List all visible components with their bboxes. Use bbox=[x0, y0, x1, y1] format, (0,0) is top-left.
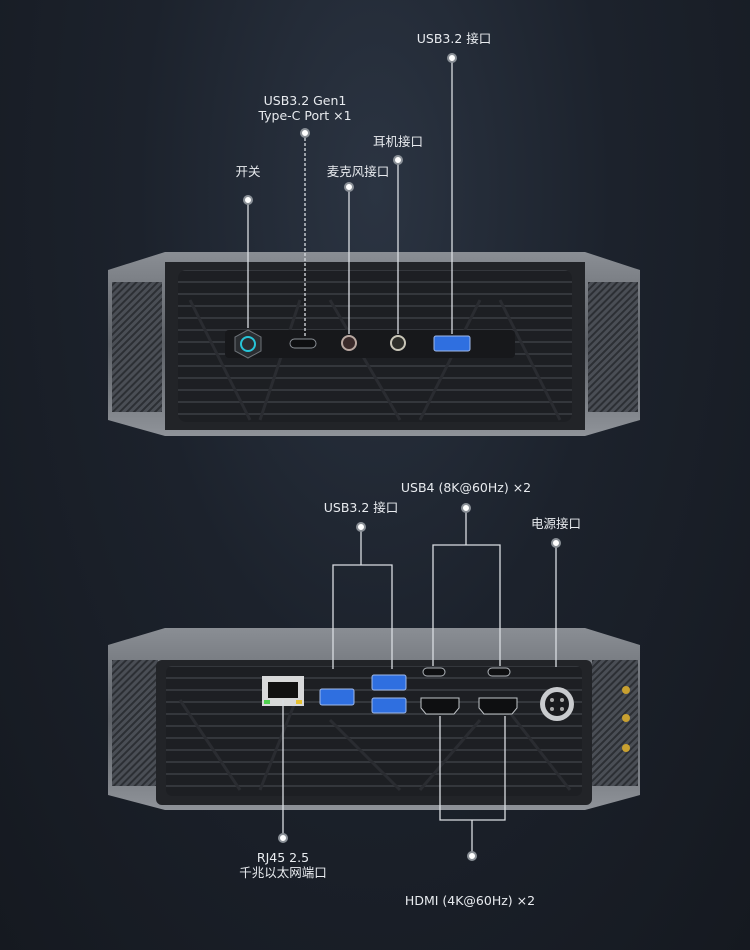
label-usb32-front: USB3.2 接口 bbox=[417, 31, 492, 46]
label-usb32-rear: USB3.2 接口 bbox=[324, 500, 399, 515]
usb4-port bbox=[487, 667, 511, 677]
hdmi-port bbox=[478, 697, 518, 715]
hdmi-port bbox=[420, 697, 460, 715]
usb4-port bbox=[422, 667, 446, 677]
power-button[interactable] bbox=[234, 329, 262, 359]
headphone-jack bbox=[390, 335, 406, 351]
right-grip bbox=[592, 660, 638, 786]
label-headphone-jack: 耳机接口 bbox=[373, 134, 423, 149]
label-power-input: 电源接口 bbox=[531, 516, 581, 531]
label-hdmi: HDMI (4K@60Hz) ×2 bbox=[405, 893, 535, 908]
label-usb-c-line2: Type-C Port ×1 bbox=[257, 108, 351, 123]
label-usb-c-line1: USB3.2 Gen1 bbox=[264, 93, 347, 108]
label-power-switch: 开关 bbox=[235, 164, 260, 179]
antenna-port bbox=[622, 686, 630, 694]
left-grip bbox=[112, 282, 162, 412]
rear-device bbox=[108, 628, 640, 810]
antenna-port bbox=[622, 744, 630, 752]
left-grip bbox=[112, 660, 158, 786]
label-usb4: USB4 (8K@60Hz) ×2 bbox=[401, 480, 531, 495]
usb-a-port-rear bbox=[371, 674, 407, 691]
usb-c-port-front bbox=[289, 338, 317, 349]
antenna-port bbox=[622, 714, 630, 722]
dc-power-port bbox=[540, 687, 574, 721]
usb-a-port-front bbox=[433, 335, 471, 352]
usb-a-port-rear bbox=[371, 697, 407, 714]
mic-jack bbox=[341, 335, 357, 351]
label-mic-jack: 麦克风接口 bbox=[327, 164, 390, 179]
right-grip bbox=[588, 282, 638, 412]
label-rj45-line1: RJ45 2.5 bbox=[257, 850, 309, 865]
label-rj45-line2: 千兆以太网端口 bbox=[239, 865, 327, 880]
usb-a-port-rear bbox=[319, 688, 355, 706]
front-callouts: 开关 USB3.2 Gen1 Type-C Port ×1 麦克风接口 耳机接口… bbox=[235, 31, 491, 336]
front-device bbox=[108, 252, 640, 436]
power-icon bbox=[240, 336, 256, 352]
rear-callouts: USB3.2 接口 USB4 (8K@60Hz) ×2 电源接口 RJ45 2.… bbox=[239, 480, 581, 908]
